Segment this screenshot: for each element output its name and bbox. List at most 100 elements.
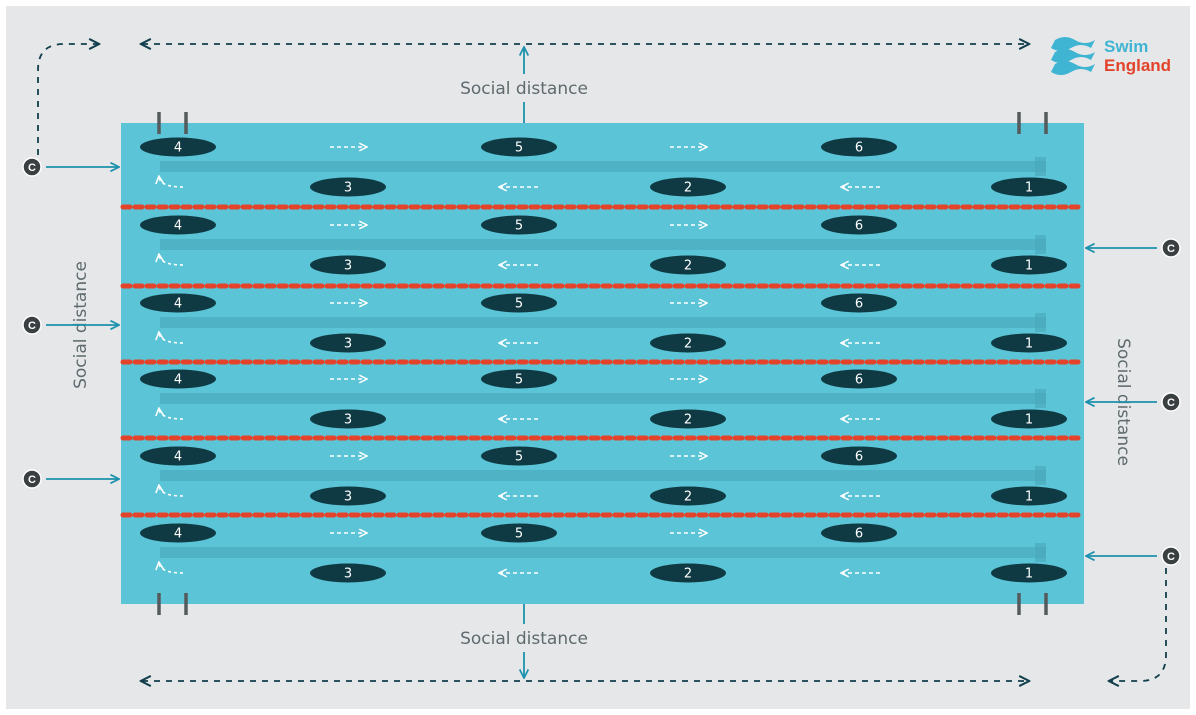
swimmer-ellipse	[821, 293, 897, 313]
turn-arrow	[159, 409, 184, 420]
swimmer-ellipse	[821, 215, 897, 235]
lane-ropes-group	[120, 204, 1085, 518]
swimmer-ellipse	[140, 446, 216, 466]
swimmer-number: 2	[684, 181, 692, 196]
pool-end-markers	[157, 112, 1048, 615]
swimmer-ellipse	[821, 523, 897, 543]
swimmer-number: 6	[855, 297, 863, 312]
turn-arrow	[159, 255, 184, 266]
circle-c-icon: C	[1161, 238, 1181, 258]
swimmer-number: 2	[684, 413, 692, 428]
swimmer-number: 1	[1025, 337, 1033, 352]
swimmer-ellipse	[821, 137, 897, 157]
swimmer-number: 3	[344, 413, 352, 428]
swimmer-ellipse	[310, 563, 386, 583]
swimmer-number: 1	[1025, 567, 1033, 582]
bottom-label-backdrop	[455, 624, 593, 652]
swimmer-number: 6	[855, 219, 863, 234]
swimmer-number: 2	[684, 259, 692, 274]
swimmer-ellipse	[991, 409, 1067, 429]
top-left-curved-arrow	[37, 44, 98, 155]
social-distance-label-bottom: Social distance	[460, 629, 588, 649]
swimmer-ellipse	[650, 563, 726, 583]
swimmer-number: 4	[174, 373, 182, 388]
swimmer-number: 1	[1025, 259, 1033, 274]
swimmer-number: 4	[174, 297, 182, 312]
swimmer-number: 4	[174, 527, 182, 542]
swimmer-number: 2	[684, 337, 692, 352]
swimmer-ellipse	[650, 177, 726, 197]
swimmer-ellipse	[991, 333, 1067, 353]
swimmer-ellipse	[481, 523, 557, 543]
turn-arrow	[159, 486, 184, 497]
swimmer-number: 5	[515, 219, 523, 234]
circle-c-icon: C	[22, 469, 42, 489]
lane-floor-line	[160, 547, 1046, 558]
swimmer-ellipse	[821, 369, 897, 389]
social-distance-label-top: Social distance	[460, 79, 588, 99]
coach-label: C	[1167, 551, 1175, 563]
lane-floor-line	[160, 393, 1046, 404]
bottom-right-curved-arrow	[1110, 568, 1167, 681]
circle-c-icon: C	[1161, 546, 1181, 566]
swimmer-ellipse	[310, 486, 386, 506]
coach-label: C	[28, 162, 36, 174]
swimmer-ellipse	[481, 446, 557, 466]
swimmer-number: 6	[855, 450, 863, 465]
lane-floor-t	[1035, 389, 1046, 408]
swimmer-ellipse	[310, 255, 386, 275]
swimmer-number: 1	[1025, 181, 1033, 196]
swimmer-number: 4	[174, 141, 182, 156]
swimmer-number: 3	[344, 567, 352, 582]
lane-floor-t	[1035, 313, 1046, 332]
swimmer-ellipse	[650, 255, 726, 275]
swimmer-number: 2	[684, 490, 692, 505]
swim-england-logo: Swim England	[1051, 37, 1171, 75]
swimmer-ellipse	[140, 293, 216, 313]
lane: 4 5 6 3 2 1	[140, 369, 1067, 429]
swimmer-number: 5	[515, 450, 523, 465]
lane-floor-t	[1035, 466, 1046, 485]
swimmer-ellipse	[310, 409, 386, 429]
swimmer-ellipse	[481, 293, 557, 313]
swimmer-ellipse	[991, 255, 1067, 275]
swimmer-ellipse	[481, 369, 557, 389]
circle-c-icon: C	[22, 315, 42, 335]
swimmer-number: 6	[855, 141, 863, 156]
logo-text-england: England	[1104, 56, 1171, 75]
lane-floor-line	[160, 470, 1046, 481]
turn-arrow	[159, 177, 184, 188]
swimmer-number: 1	[1025, 413, 1033, 428]
swimmer-ellipse	[140, 523, 216, 543]
lane-floor-line	[160, 317, 1046, 328]
swimmer-number: 5	[515, 297, 523, 312]
logo-text-swim: Swim	[1104, 37, 1148, 56]
lane-floor-t	[1035, 235, 1046, 254]
turn-arrow	[159, 563, 184, 574]
swimmer-ellipse	[140, 215, 216, 235]
swimmer-number: 5	[515, 373, 523, 388]
swimmer-number: 3	[344, 259, 352, 274]
turn-arrow	[159, 333, 184, 344]
swimmer-ellipse	[481, 215, 557, 235]
swimmer-ellipse	[650, 409, 726, 429]
swimmer-number: 5	[515, 527, 523, 542]
swimmer-number: 6	[855, 373, 863, 388]
swimmer-number: 3	[344, 181, 352, 196]
swimmer-ellipse	[140, 137, 216, 157]
swimmer-ellipse	[140, 369, 216, 389]
coach-label: C	[28, 474, 36, 486]
swimmer-number: 1	[1025, 490, 1033, 505]
lane-floor-t	[1035, 157, 1046, 176]
swimmer-number: 3	[344, 490, 352, 505]
swimmer-ellipse	[650, 486, 726, 506]
